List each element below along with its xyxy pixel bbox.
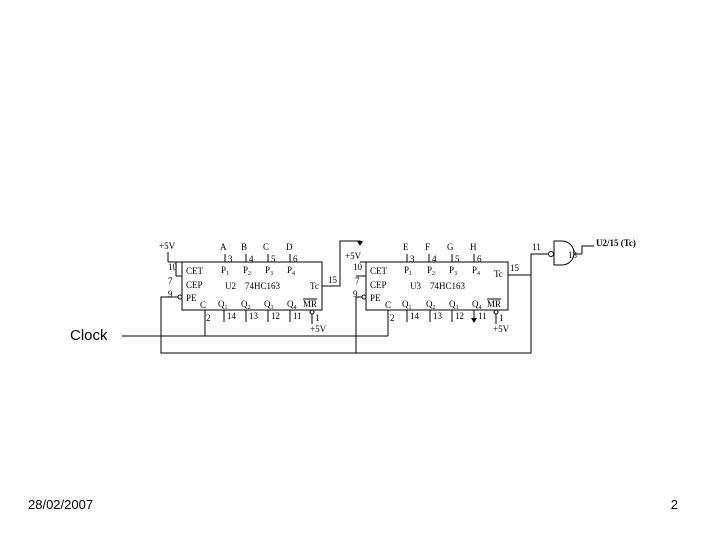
u2-pe-label: PE	[186, 293, 197, 303]
u3-name: U3	[410, 281, 421, 291]
u3-pe-feedback-wire	[355, 296, 362, 353]
u3-pin-14: 14	[410, 311, 420, 321]
u3-pe-inversion-bubble	[361, 294, 367, 300]
u3-q2-label: Q2	[426, 299, 436, 311]
counter-u2: A B C D 3 4 5 6 P1 P2 P3 P4 CET CEP PE 1…	[159, 241, 338, 336]
u2-name: U2	[225, 281, 236, 291]
u3-q3-label: Q3	[449, 299, 459, 311]
u2-pin-14: 14	[227, 311, 237, 321]
u3-input-e: E	[403, 242, 409, 252]
u2-input-d: D	[286, 242, 293, 252]
u2-pin-10: 10	[168, 262, 178, 272]
u2-input-a: A	[220, 242, 227, 252]
u2-pin-5: 5	[271, 254, 276, 264]
u3-pin-10: 10	[353, 262, 363, 272]
u3-p4-label: P4	[472, 265, 480, 277]
nand-output-label: U2/15 (Tc)	[596, 238, 636, 248]
u3-q1-label: Q1	[402, 299, 412, 311]
u2-pin-4: 4	[249, 254, 254, 264]
u3-input-h: H	[470, 242, 477, 252]
u3-pin-5: 5	[455, 254, 460, 264]
u3-p1-label: P1	[404, 265, 412, 277]
u2-pin-15: 15	[328, 275, 338, 285]
nand-gate-body	[553, 240, 575, 266]
u3-pin-6: 6	[477, 254, 482, 264]
u3-supply-label: +5V	[345, 251, 362, 261]
u3-clk-label: C	[385, 300, 391, 310]
u3-pin-13: 13	[433, 311, 443, 321]
u2-cep-label: CEP	[186, 280, 203, 290]
u2-p2-label: P2	[243, 265, 251, 277]
u2-pin-1: 1	[315, 313, 320, 323]
u3-mr-label: MR	[487, 299, 501, 309]
u2-pin-6: 6	[293, 254, 298, 264]
u3-pin-11: 11	[478, 311, 487, 321]
u3-pin-7: 7	[355, 276, 360, 286]
u3-pin-4: 4	[432, 254, 437, 264]
nand-pin-out: 13	[568, 250, 578, 260]
u3-cep-label: CEP	[370, 280, 387, 290]
u3-pin-3: 3	[410, 254, 415, 264]
u2-cet-label: CET	[186, 266, 204, 276]
u2-pe-inversion-bubble	[177, 294, 183, 300]
u2-pin-3: 3	[228, 254, 233, 264]
nand-pin-in: 11	[532, 242, 541, 252]
u3-input-g: G	[447, 242, 454, 252]
footer-page-number: 2	[670, 497, 678, 512]
u3-pe-label: PE	[370, 293, 381, 303]
u3-cet-label: CET	[370, 266, 388, 276]
u2-p4-label: P4	[287, 265, 295, 277]
u2-pin-7: 7	[168, 276, 173, 286]
u3-tc-label: Tc	[494, 269, 503, 279]
u3-part: 74HC163	[430, 281, 466, 291]
u3-pin-2: 2	[390, 313, 395, 323]
counter-u3: E F G H 3 4 5 6 P1 P2 P3 P4 CET CEP PE 1…	[345, 242, 520, 334]
nand-input-bubble	[548, 251, 554, 257]
u2-q3-label: Q3	[264, 299, 274, 311]
u2-p3-label: P3	[265, 265, 273, 277]
footer-date: 28/02/2007	[28, 497, 94, 512]
u2-pin-13: 13	[249, 311, 259, 321]
u3-p2-label: P2	[427, 265, 435, 277]
u2-part: 74HC163	[245, 281, 281, 291]
pe-feedback-wire	[160, 275, 532, 354]
u3-q4-label: Q4	[472, 299, 482, 311]
u2-pin-9: 9	[168, 289, 173, 299]
u3-input-f: F	[425, 242, 430, 252]
tc-arrow	[357, 241, 363, 246]
u3-pin-15: 15	[510, 263, 520, 273]
u2-clk-label: C	[200, 300, 206, 310]
u2-q1-label: Q1	[218, 299, 228, 311]
u2-pin-2: 2	[206, 313, 211, 323]
u3-body	[365, 261, 509, 311]
u2-supply-label: +5V	[159, 241, 176, 251]
u2-mr-supply: +5V	[310, 324, 327, 334]
u3-pin-9: 9	[353, 289, 358, 299]
u2-q4-label: Q4	[287, 299, 297, 311]
u3-tc-to-gate-wire	[508, 253, 548, 276]
u3-pin-1: 1	[499, 313, 504, 323]
u2-p1-label: P1	[221, 265, 229, 277]
u2-input-b: B	[241, 242, 247, 252]
u3-mr-supply: +5V	[493, 324, 510, 334]
u2-tc-label: Tc	[310, 281, 319, 291]
u2-q2-label: Q2	[241, 299, 251, 311]
nand-gate: 11 13 U2/15 (Tc)	[508, 238, 636, 276]
u3-q4-arrow	[471, 318, 477, 323]
u3-pin-12: 12	[455, 311, 464, 321]
u2-mr-label: MR	[303, 299, 317, 309]
clock-label: Clock	[70, 327, 108, 344]
u2-pin-11: 11	[293, 311, 302, 321]
u2-input-c: C	[263, 242, 269, 252]
u3-p3-label: P3	[449, 265, 457, 277]
u2-pin-12: 12	[271, 311, 280, 321]
